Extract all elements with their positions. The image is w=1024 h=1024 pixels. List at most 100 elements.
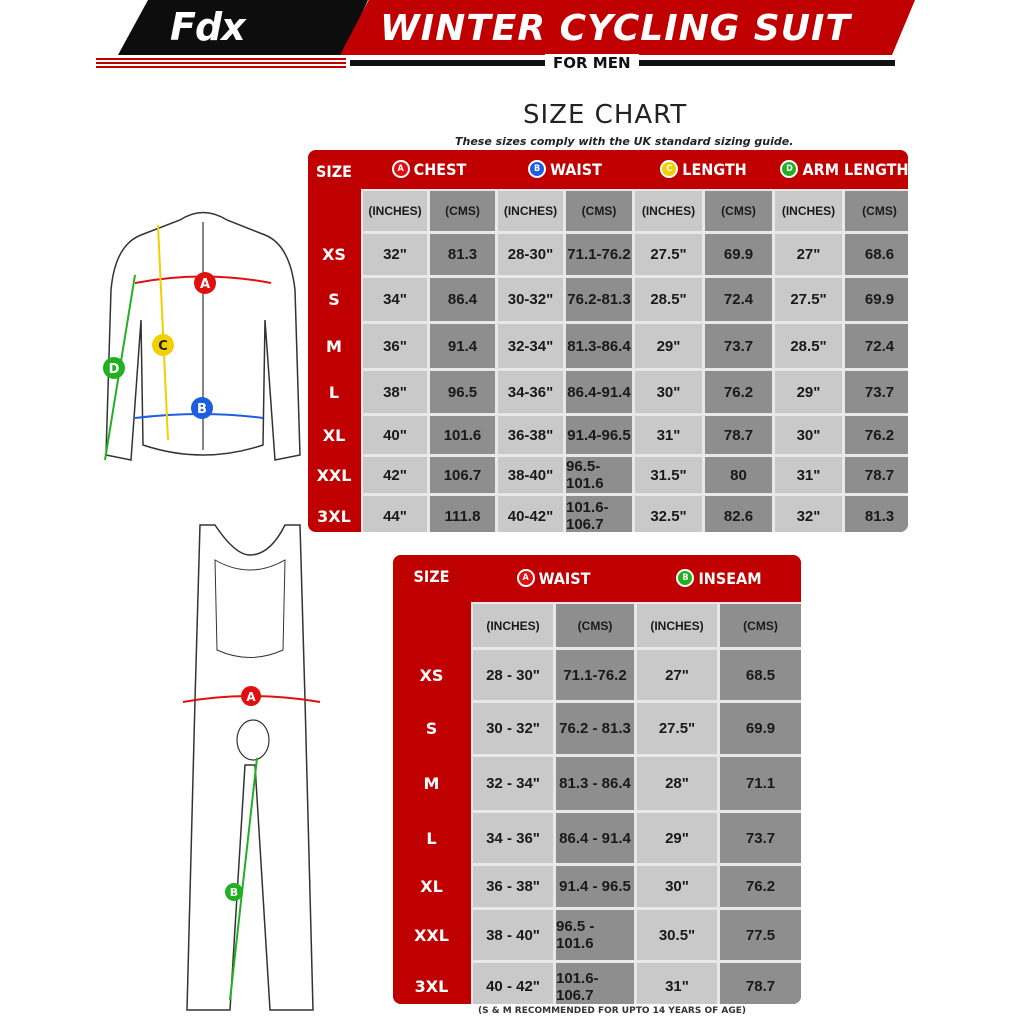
table-cell: 71.1 <box>718 755 801 812</box>
table-cell: 101.6 <box>428 414 497 456</box>
group-label: INSEAM <box>698 568 762 588</box>
marker-c-icon: C <box>152 334 174 356</box>
group-label: WAIST <box>538 568 591 588</box>
table-cell: 30" <box>635 864 719 909</box>
table-cell: 29" <box>635 811 719 865</box>
table-cell: 86.4 <box>428 276 497 323</box>
marker-b-icon: B <box>191 397 213 419</box>
svg-text:B: B <box>197 402 207 417</box>
table-cell: 28-30" <box>496 232 565 277</box>
group-label: CHEST <box>413 159 467 179</box>
table-cell: 31" <box>635 961 719 1004</box>
unit-header: (INCHES) <box>773 189 844 233</box>
table-cell: 32 - 34" <box>471 755 555 812</box>
table-cell: 30" <box>633 369 704 415</box>
bib-tights-illustration: A B <box>182 524 321 1011</box>
unit-header: (INCHES) <box>635 602 719 649</box>
table-cell: 68.6 <box>843 232 908 277</box>
table-cell: 96.5 - 101.6 <box>554 908 636 962</box>
table-cell: 32" <box>361 232 429 277</box>
table-cell: 72.4 <box>703 276 774 323</box>
table-cell: 27" <box>773 232 844 277</box>
table-cell: 69.9 <box>703 232 774 277</box>
table-cell: 76.2 - 81.3 <box>554 701 636 756</box>
table-cell: 28.5" <box>633 276 704 323</box>
table-cell: 69.9 <box>843 276 908 323</box>
table-cell: 106.7 <box>428 455 497 495</box>
size-column-header: SIZE <box>308 150 360 231</box>
table-cell: 73.7 <box>718 811 801 865</box>
svg-text:A: A <box>200 277 210 292</box>
header-banner-red <box>340 0 915 55</box>
decorative-stripes <box>96 58 346 70</box>
svg-text:B: B <box>230 886 238 899</box>
table-cell: 72.4 <box>843 322 908 370</box>
size-label: XL <box>308 416 360 454</box>
badge-d-icon: D <box>780 160 799 178</box>
size-label: L <box>393 813 470 863</box>
table-cell: 80 <box>703 455 774 495</box>
table-cell: 38 - 40" <box>471 908 555 962</box>
table-cell: 40 - 42" <box>471 961 555 1004</box>
unit-header: (CMS) <box>564 189 634 233</box>
table-cell: 91.4 - 96.5 <box>554 864 636 909</box>
table-cell: 96.5-101.6 <box>564 455 634 495</box>
table-cell: 28 - 30" <box>471 648 555 702</box>
badge-c-icon: C <box>660 160 679 178</box>
table-cell: 31.5" <box>633 455 704 495</box>
unit-header: (INCHES) <box>361 189 429 233</box>
table-cell: 34" <box>361 276 429 323</box>
header-banner-black <box>118 0 368 55</box>
table-cell: 76.2 <box>718 864 801 909</box>
table-cell: 28" <box>635 755 719 812</box>
table-cell: 78.7 <box>843 455 908 495</box>
size-chart-title: SIZE CHART <box>523 100 688 130</box>
table-cell: 78.7 <box>703 414 774 456</box>
svg-text:D: D <box>109 362 120 377</box>
table-cell: 82.6 <box>703 494 774 532</box>
size-label: XL <box>393 866 470 907</box>
table-cell: 40" <box>361 414 429 456</box>
size-label: S <box>393 703 470 754</box>
table-cell: 38-40" <box>496 455 565 495</box>
table-cell: 27.5" <box>773 276 844 323</box>
marker-d-icon: D <box>103 357 125 379</box>
table-cell: 76.2 <box>703 369 774 415</box>
size-label: S <box>308 278 360 321</box>
table-cell: 73.7 <box>843 369 908 415</box>
table-cell: 31" <box>633 414 704 456</box>
table-cell: 73.7 <box>703 322 774 370</box>
svg-text:C: C <box>158 339 168 354</box>
group-label: ARM LENGTH <box>802 159 908 179</box>
svg-text:A: A <box>246 690 256 704</box>
table-cell: 96.5 <box>428 369 497 415</box>
table-cell: 38" <box>361 369 429 415</box>
table-cell: 71.1-76.2 <box>554 648 636 702</box>
table-cell: 91.4-96.5 <box>564 414 634 456</box>
jersey-illustration: A B C D <box>103 211 301 461</box>
table-cell: 78.7 <box>718 961 801 1004</box>
table-cell: 27" <box>635 648 719 702</box>
table-cell: 81.3 <box>428 232 497 277</box>
table-cell: 30.5" <box>635 908 719 962</box>
size-label: XS <box>393 650 470 700</box>
table-cell: 91.4 <box>428 322 497 370</box>
group-label: WAIST <box>550 159 602 179</box>
table-cell: 34-36" <box>496 369 565 415</box>
unit-header: (CMS) <box>843 189 908 233</box>
badge-b-icon: B <box>528 160 547 178</box>
table-cell: 36 - 38" <box>471 864 555 909</box>
table-cell: 77.5 <box>718 908 801 962</box>
unit-header: (CMS) <box>718 602 801 649</box>
table-cell: 111.8 <box>428 494 497 532</box>
badge-b-icon: B <box>676 569 695 587</box>
size-label: XXL <box>393 910 470 960</box>
table-cell: 86.4-91.4 <box>564 369 634 415</box>
size-label: XS <box>308 234 360 275</box>
page-title: WINTER CYCLING SUIT <box>380 8 851 49</box>
unit-header: (CMS) <box>428 189 497 233</box>
table-cell: 32.5" <box>633 494 704 532</box>
